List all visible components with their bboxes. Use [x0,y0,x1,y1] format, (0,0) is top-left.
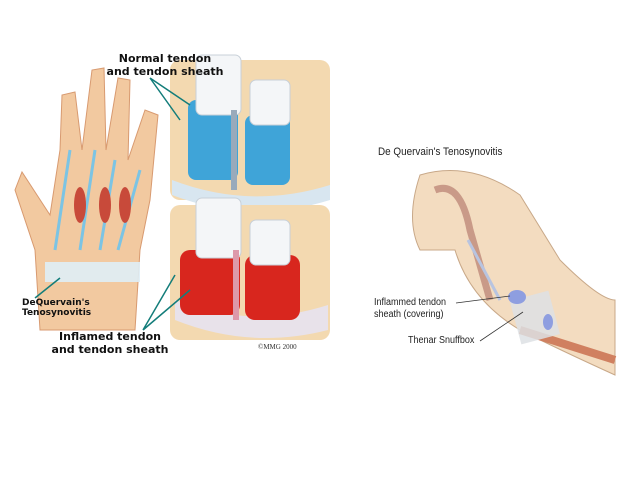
diagram-title: De Quervain's Tenosynovitis [378,146,503,158]
label-normal-tendon: Normal tendon and tendon sheath [95,52,235,78]
normal-tendon-panel [170,54,330,212]
label-line: and tendon sheath [51,342,169,356]
label-line: Normal tendon [118,52,212,65]
label-line: Inflamed tendon [59,330,161,343]
label-line: Inflammed tendon [374,297,447,308]
label-inflamed-tendon: Inflamed tendon and tendon sheath [50,330,170,356]
inflamed-tendon-panel [170,197,330,340]
label-line: DeQuervain's [22,298,90,308]
label-line: Tenosynovitis [22,308,92,319]
right-pointer-lines [455,295,524,342]
label-dequervain: DeQuervain's Tenosynovitis [22,298,91,319]
label-line: sheath (covering) [374,309,444,320]
label-inflamed-sheath: Inflammed tendon sheath (covering) [374,297,446,321]
label-pointer-lines [34,77,191,331]
hand-anatomy-illustration [14,67,159,331]
wrist-anatomy-illustration [412,170,617,376]
label-thenar-snuffbox: Thenar Snuffbox [408,335,475,346]
label-line: and tendon sheath [106,64,224,78]
copyright: ©MMG 2000 [258,343,297,351]
